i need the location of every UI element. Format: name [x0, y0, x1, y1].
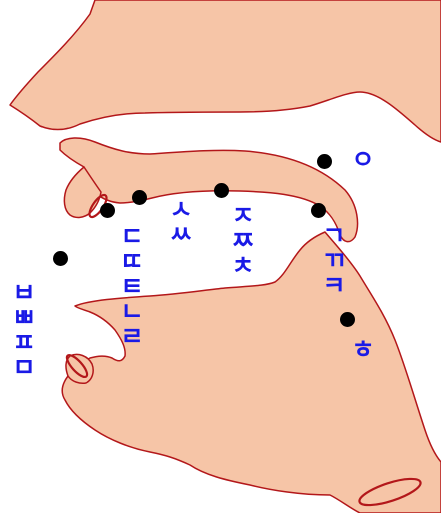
alveolar-fricative-consonants-label: ㅅㅆ — [165, 196, 194, 246]
palatal-consonants-label: ㅈㅉㅊ — [227, 202, 256, 277]
glottal-point — [340, 312, 355, 327]
velar-consonants-label: ㄱㄲㅋ — [318, 222, 347, 297]
alveolar-ridge-point — [132, 190, 147, 205]
bilabial-consonants-label: ㅂㅃㅍㅁ — [8, 279, 37, 379]
lower-lip — [66, 354, 93, 383]
palatal-point — [214, 183, 229, 198]
alveolar-stop-consonants-label: ㄷㄸㅌㄴㄹ — [116, 223, 145, 348]
velar-point — [311, 203, 326, 218]
hard-palate — [60, 138, 358, 242]
alveolar-dental-point — [100, 203, 115, 218]
upper-head-region — [10, 0, 441, 142]
velar-nasal-label: ㅇ — [347, 146, 376, 171]
bilabial-point — [53, 251, 68, 266]
velar-nasal-point — [317, 154, 332, 169]
glottal-consonant-label: ㅎ — [347, 336, 376, 361]
